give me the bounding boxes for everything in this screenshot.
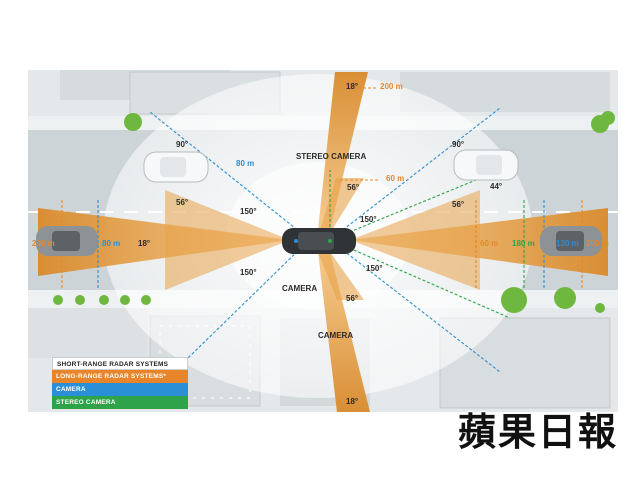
legend-long-range: LONG-RANGE RADAR SYSTEMS* bbox=[52, 370, 188, 383]
angle-56-top: 56° bbox=[347, 183, 359, 192]
angle-18-top: 18° bbox=[346, 82, 358, 91]
medium-radar-right bbox=[350, 190, 480, 290]
block-bottom-left bbox=[28, 308, 148, 358]
angle-18-left: 18° bbox=[138, 239, 150, 248]
medium-radar-bottom bbox=[318, 252, 364, 300]
ego-vehicle bbox=[282, 228, 356, 254]
dist-200-right: 200 m bbox=[586, 239, 609, 248]
angle-18-bottom: 18° bbox=[346, 397, 358, 406]
medium-radar-left bbox=[165, 190, 290, 290]
angle-150-lower-left: 150° bbox=[240, 268, 257, 277]
camera-center-label: CAMERA bbox=[282, 284, 317, 293]
trees bbox=[53, 111, 615, 313]
angle-44-right: 44° bbox=[490, 182, 502, 191]
angle-56-bottom: 56° bbox=[346, 294, 358, 303]
camera-lower-label: CAMERA bbox=[318, 331, 353, 340]
angle-150-upper-right: 150° bbox=[360, 215, 377, 224]
angle-90-right: 90° bbox=[452, 140, 464, 149]
legend-camera: CAMERA bbox=[52, 383, 188, 396]
long-range-radar-left bbox=[38, 208, 290, 276]
stereo-camera-lines bbox=[329, 169, 525, 319]
legend-stereo-camera: STEREO CAMERA bbox=[52, 396, 188, 409]
publisher-watermark: 蘋果日報 bbox=[458, 410, 619, 454]
car-left bbox=[36, 226, 98, 256]
car-right bbox=[540, 226, 602, 256]
angle-90-left: 90° bbox=[176, 140, 188, 149]
angle-56-right: 56° bbox=[452, 200, 464, 209]
dist-80-top: 80 m bbox=[236, 159, 254, 168]
angle-150-lower-right: 150° bbox=[366, 264, 383, 273]
legend-short-range: SHORT-RANGE RADAR SYSTEMS bbox=[52, 357, 188, 370]
long-range-radar-bottom bbox=[318, 252, 370, 412]
angle-56-left: 56° bbox=[176, 198, 188, 207]
angle-150-upper-left: 150° bbox=[240, 207, 257, 216]
dist-60-right: 60 m bbox=[480, 239, 498, 248]
dist-130-right: 130 m bbox=[556, 239, 579, 248]
dist-60-top: 60 m bbox=[386, 174, 404, 183]
dist-200-left: 200 m bbox=[32, 239, 55, 248]
dist-200-top: 200 m bbox=[380, 82, 403, 91]
medium-radar-top bbox=[320, 178, 364, 230]
stereo-camera-label: STEREO CAMERA bbox=[296, 152, 366, 161]
dist-80-left: 80 m bbox=[102, 239, 120, 248]
parked-car-upper-right bbox=[453, 149, 519, 181]
dist-180-right: 180 m bbox=[512, 239, 535, 248]
parked-car-upper-left bbox=[143, 151, 209, 183]
